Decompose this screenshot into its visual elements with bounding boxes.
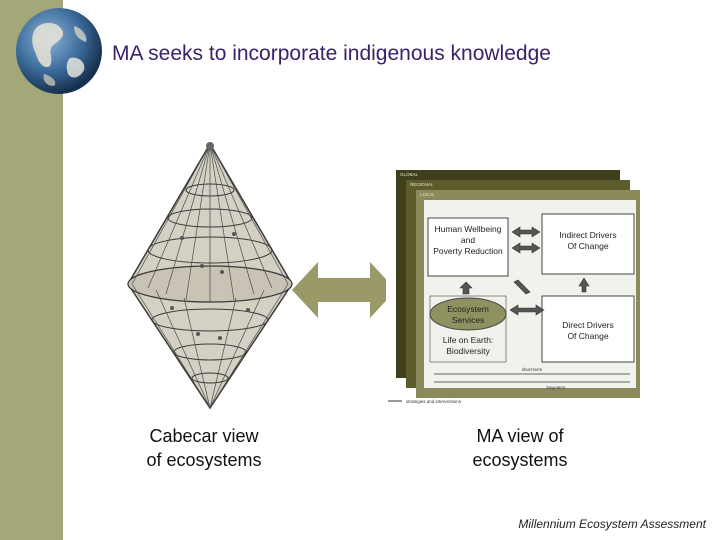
- ecosystem-box: [429, 295, 507, 363]
- arrow-indirect-wellbeing: [511, 242, 541, 254]
- life-on-earth-label-1: Life on Earth:: [443, 335, 494, 345]
- ma-caption-line-2: ecosystems: [472, 450, 568, 470]
- ma-framework-diagram: GLOBAL REGIONAL LOCAL Human Wellbeing an…: [386, 170, 642, 410]
- direct-drivers-label-2: Of Change: [567, 331, 608, 341]
- direct-drivers-box: [541, 295, 635, 363]
- footer-brand: Millennium Ecosystem Assessment: [518, 517, 706, 531]
- human-wellbeing-label-2: and: [461, 235, 475, 245]
- ma-caption: MA view of ecosystems: [420, 424, 620, 472]
- globe-icon: [16, 8, 102, 94]
- arrow-ecosystem-wellbeing: [459, 281, 473, 295]
- svg-text:strategies and interventions: strategies and interventions: [406, 399, 462, 404]
- ma-caption-line-1: MA view of: [476, 426, 564, 446]
- ecosystem-services-ellipse: [429, 297, 507, 331]
- cabecar-cone-drawing: [127, 142, 293, 410]
- cabecar-caption-line-1: Cabecar view: [149, 426, 259, 446]
- svg-text:short-term: short-term: [522, 367, 543, 372]
- indirect-drivers-label-2: Of Change: [567, 241, 608, 251]
- svg-text:LOCAL: LOCAL: [420, 192, 435, 197]
- slide-title: MA seeks to incorporate indigenous knowl…: [112, 42, 551, 65]
- human-wellbeing-box: [427, 217, 509, 277]
- cabecar-caption: Cabecar view of ecosystems: [104, 424, 304, 472]
- svg-text:long-term: long-term: [546, 385, 565, 390]
- cabecar-caption-line-2: of ecosystems: [146, 450, 262, 470]
- arrow-direct-ecosystem: [509, 304, 545, 316]
- indirect-drivers-box: [541, 213, 635, 275]
- svg-text:GLOBAL: GLOBAL: [400, 172, 419, 177]
- ecosystem-services-label-2: Services: [452, 315, 485, 325]
- arrow-indirect-direct: [578, 277, 590, 293]
- svg-text:REGIONAL: REGIONAL: [410, 182, 434, 187]
- double-arrow-icon: [292, 262, 396, 318]
- indirect-drivers-label-1: Indirect Drivers: [559, 230, 616, 240]
- ecosystem-services-label-1: Ecosystem: [447, 304, 489, 314]
- human-wellbeing-label-3: Poverty Reduction: [433, 246, 503, 256]
- direct-drivers-label-1: Direct Drivers: [562, 320, 613, 330]
- arrow-wellbeing-indirect: [511, 226, 541, 238]
- life-on-earth-label-2: Biodiversity: [446, 346, 490, 356]
- human-wellbeing-label-1: Human Wellbeing: [435, 224, 502, 234]
- arrow-diagonal: [513, 279, 531, 295]
